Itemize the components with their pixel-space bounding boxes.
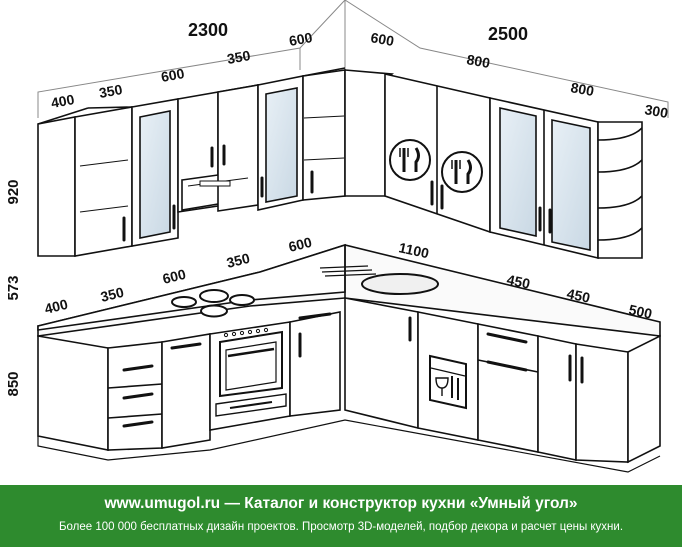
dim-upper-left-4: 600	[288, 29, 314, 49]
fork-knife-icon	[441, 151, 483, 193]
upper-right-cabinets	[384, 72, 643, 260]
dimension-labels: 2300 2500 920 573 850 400 350 600 350 60…	[5, 20, 669, 397]
footer-subtitle: Более 100 000 бесплатных дизайн проектов…	[58, 521, 624, 533]
dishwasher	[429, 354, 467, 410]
dim-lower-left-0: 400	[43, 296, 70, 317]
dim-upper-right-1: 800	[465, 51, 491, 71]
lower-right-handles	[408, 316, 584, 384]
dim-upper-right-3: 300	[643, 101, 669, 121]
dim-top-right-total: 2500	[488, 24, 528, 44]
kitchen-diagram: 2300 2500 920 573 850 400 350 600 350 60…	[5, 0, 669, 473]
oven	[215, 327, 287, 417]
dim-lower-left-3: 350	[225, 250, 252, 271]
dim-upper-left-0: 400	[50, 91, 76, 111]
dim-upper-left-1: 350	[98, 81, 124, 101]
footer-banner: www.umugol.ru — Каталог и конструктор ку…	[0, 485, 682, 547]
plinth	[37, 419, 661, 473]
dim-lower-right-3: 500	[627, 301, 653, 322]
dim-height-lower: 850	[5, 371, 22, 396]
dim-lower-right-2: 450	[565, 285, 591, 306]
dim-lower-left-1: 350	[99, 284, 126, 305]
dim-upper-left-2: 600	[160, 65, 186, 85]
lower-left-handles	[122, 312, 332, 428]
footer-title[interactable]: www.umugol.ru — Каталог и конструктор ку…	[104, 495, 578, 512]
dim-upper-right-2: 800	[569, 79, 595, 99]
dim-upper-left-3: 350	[226, 47, 252, 67]
upper-left-handles	[122, 144, 314, 242]
lower-left-cabinets	[37, 311, 341, 451]
dim-lower-left-4: 600	[287, 234, 314, 255]
sink	[319, 265, 439, 295]
upper-right-handles	[430, 180, 552, 234]
dim-height-upper: 920	[5, 179, 22, 204]
upper-left-details	[79, 115, 345, 213]
dim-upper-right-0: 600	[369, 29, 395, 49]
dim-lower-left-2: 600	[161, 266, 188, 287]
upper-left-cabinets	[37, 67, 394, 257]
fork-knife-icon	[389, 139, 431, 181]
dim-lower-right-1: 450	[505, 271, 531, 292]
dim-height-gap: 573	[5, 275, 22, 300]
hob	[171, 289, 255, 318]
dim-top-left-total: 2300	[188, 20, 228, 40]
dim-lower-right-0: 1100	[397, 239, 430, 261]
kitchen-drawing: 2300 2500 920 573 850 400 350 600 350 60…	[5, 0, 669, 473]
